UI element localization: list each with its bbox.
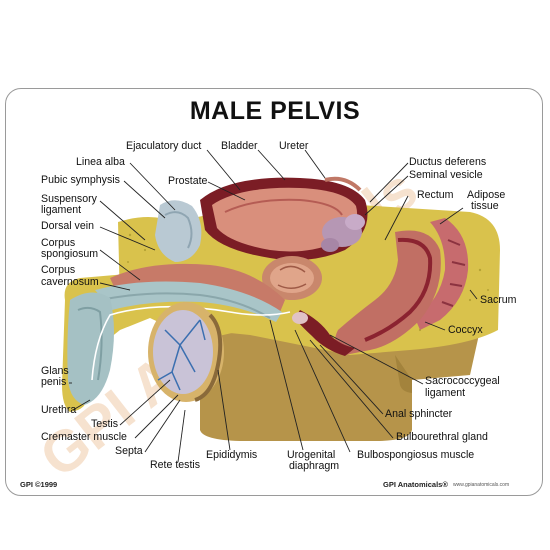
label-epididymis: Epididymis bbox=[206, 449, 258, 461]
label-coccyx: Coccyx bbox=[448, 324, 483, 336]
label-urethra: Urethra bbox=[41, 404, 77, 416]
label-spongiosum: spongiosum bbox=[41, 248, 99, 260]
label-rectum: Rectum bbox=[417, 189, 454, 201]
footer-brand-mark: ® bbox=[442, 480, 448, 489]
rectum-shape bbox=[335, 230, 441, 355]
footer-copyright: GPI ©1999 bbox=[20, 480, 58, 489]
label-penis: penis bbox=[41, 376, 67, 388]
footer-brand-name: GPI Anatomicals bbox=[383, 480, 443, 489]
label-seminal-vesicle: Seminal vesicle bbox=[409, 169, 483, 181]
label-bulbourethral-gland: Bulbourethral gland bbox=[396, 431, 488, 443]
label-ejaculatory-duct: Ejaculatory duct bbox=[126, 140, 202, 152]
label-sacrococcygeal: Sacrococcygeal bbox=[425, 375, 500, 387]
label-septa: Septa bbox=[115, 445, 143, 457]
label-anal-sphincter: Anal sphincter bbox=[385, 408, 453, 420]
label-suspensory-ligament: ligament bbox=[41, 204, 82, 216]
prostate-shape bbox=[262, 256, 322, 300]
seminal-vesicle-shape bbox=[321, 214, 365, 252]
label-adipose: Adipose bbox=[467, 189, 506, 201]
label-urogenital: Urogenital bbox=[287, 449, 336, 461]
label-suspensory: Suspensory bbox=[41, 193, 97, 205]
label-bulbospongiosus-muscle: Bulbospongiosus muscle bbox=[357, 449, 475, 461]
label-glans: Glans bbox=[41, 365, 69, 377]
label-dorsal-vein: Dorsal vein bbox=[41, 220, 94, 232]
label-ureter: Ureter bbox=[279, 140, 309, 152]
testis-shape bbox=[148, 302, 224, 402]
label-tissue: tissue bbox=[471, 200, 499, 212]
label-linea-alba: Linea alba bbox=[76, 156, 125, 168]
label-prostate: Prostate bbox=[168, 175, 208, 187]
label-sacrum: Sacrum bbox=[480, 294, 517, 306]
label-cavernosum: cavernosum bbox=[41, 276, 99, 288]
label-ductus-deferens: Ductus deferens bbox=[409, 156, 487, 168]
label-pubic-symphysis: Pubic symphysis bbox=[41, 174, 120, 186]
pubic-symphysis-shape bbox=[155, 200, 202, 262]
footer-brand: GPI Anatomicals® bbox=[383, 480, 448, 489]
ureter-shape bbox=[324, 176, 362, 192]
label-diaphragm: diaphragm bbox=[289, 460, 340, 472]
label-corpus-1: Corpus bbox=[41, 237, 76, 249]
label-sacrococcygeal-ligament: ligament bbox=[425, 387, 466, 399]
label-bladder: Bladder bbox=[221, 140, 258, 152]
label-testis: Testis bbox=[91, 418, 119, 430]
footer-url: www.gpianatomicals.com bbox=[453, 482, 510, 488]
page-title: MALE PELVIS bbox=[189, 97, 361, 125]
label-rete-testis: Rete testis bbox=[150, 459, 201, 471]
label-cremaster-muscle: Cremaster muscle bbox=[41, 431, 127, 443]
sacrum-coccyx bbox=[415, 218, 469, 330]
penis-shape bbox=[67, 263, 291, 405]
label-corpus-2: Corpus bbox=[41, 264, 76, 276]
perineal-muscles bbox=[292, 310, 355, 356]
